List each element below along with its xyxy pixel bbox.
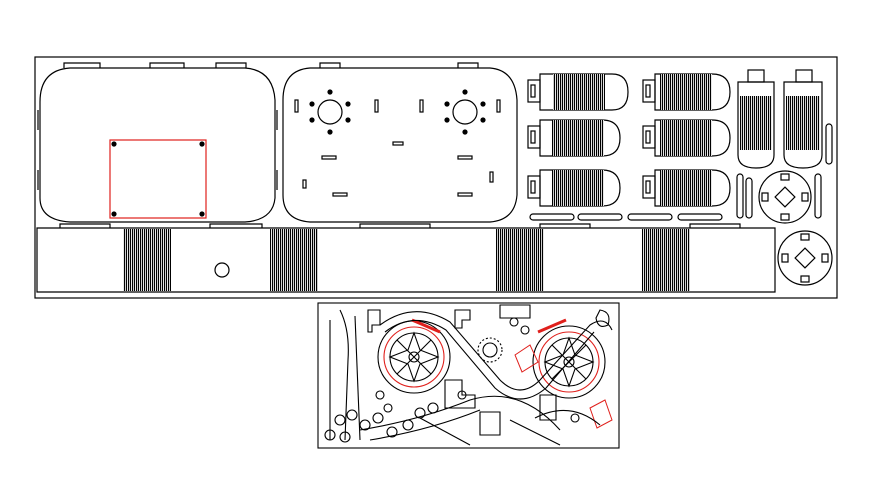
holder-1 — [527, 73, 629, 111]
small-cut-sheet — [317, 302, 620, 449]
battery-holders — [527, 73, 833, 221]
holder-6 — [642, 169, 731, 207]
holder-4 — [642, 119, 731, 157]
holder-5 — [527, 169, 621, 207]
gear-disc-2 — [777, 230, 833, 286]
engrave-marks — [411, 318, 613, 429]
sheet-outline — [34, 56, 838, 299]
vertical-holders — [737, 69, 823, 169]
sheet-outline-2 — [317, 302, 620, 449]
holder-2 — [642, 73, 731, 111]
holder-3 — [527, 119, 621, 157]
center-gear — [477, 337, 503, 363]
gear-disc-1 — [758, 170, 812, 224]
left-reel-hub — [309, 89, 351, 135]
engrave-window — [109, 139, 207, 219]
mechanism-blocks — [324, 304, 610, 443]
right-reel-hub — [444, 89, 486, 135]
large-cut-sheet — [34, 56, 838, 299]
mechanism-arms — [329, 309, 613, 446]
enclosure-panel — [37, 62, 278, 223]
hinge-strip — [36, 223, 776, 293]
reel-mount-panel — [282, 62, 518, 223]
